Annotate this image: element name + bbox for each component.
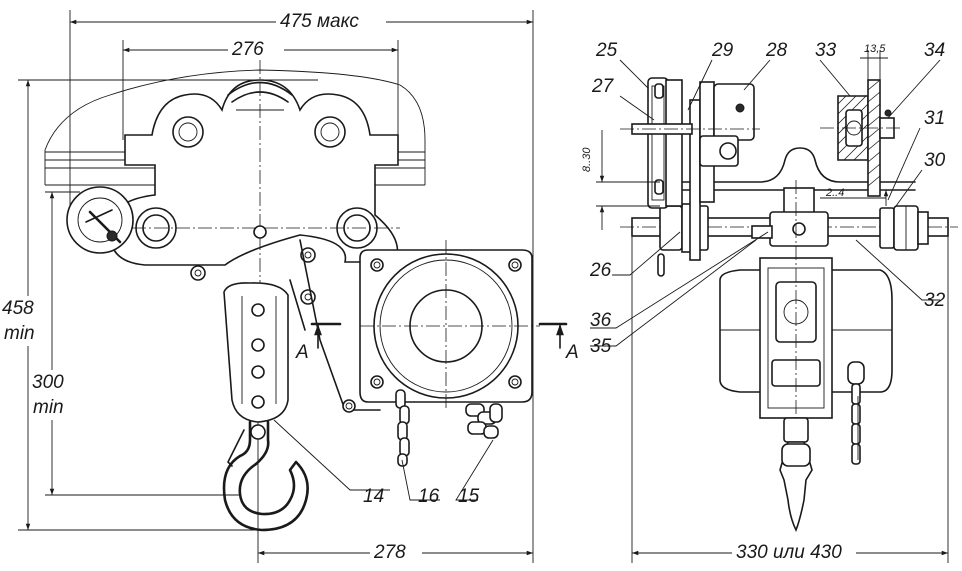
callout-32: 32 (924, 290, 946, 311)
section-mark-left: A (295, 342, 309, 363)
dim-hook-height-unit: min (33, 397, 64, 418)
dim-overall-height: 458 (2, 298, 34, 319)
callout-15: 15 (458, 486, 480, 507)
hand-chain (395, 389, 410, 467)
callout-16: 16 (418, 486, 440, 507)
callout-33: 33 (815, 40, 837, 61)
callout-31: 31 (924, 108, 945, 129)
load-chain (465, 403, 503, 439)
dim-overall-width: 475 макс (280, 11, 359, 32)
dim-hook-height: 300 (32, 372, 64, 393)
callout-29: 29 (711, 40, 734, 61)
dim-gap-b: 2..4 (825, 187, 844, 199)
dim-side-width: 330 или 430 (736, 542, 842, 563)
callout-35: 35 (590, 336, 612, 357)
dim-bottom-width: 278 (373, 542, 406, 563)
callout-25: 25 (595, 40, 618, 61)
front-view-dimensions: 475 макс 276 278 458 min 300 min A A 14 … (2, 11, 579, 563)
front-view (0, 8, 568, 564)
dim-overall-height-unit: min (4, 323, 35, 344)
dim-flange: 13,5 (864, 43, 886, 55)
callout-26: 26 (589, 260, 612, 281)
callout-30: 30 (924, 150, 946, 171)
callout-14: 14 (363, 486, 384, 507)
section-mark-right: A (565, 342, 579, 363)
callout-36: 36 (590, 310, 612, 331)
dim-gap-a: 8..30 (581, 147, 593, 172)
side-view-labels: 330 или 430 8..30 2..4 13,5 25 27 29 28 … (581, 40, 946, 563)
side-section-view (590, 50, 958, 563)
callout-27: 27 (591, 76, 615, 97)
dim-rail-span: 276 (231, 39, 264, 60)
callout-34: 34 (924, 40, 945, 61)
callout-28: 28 (765, 40, 788, 61)
